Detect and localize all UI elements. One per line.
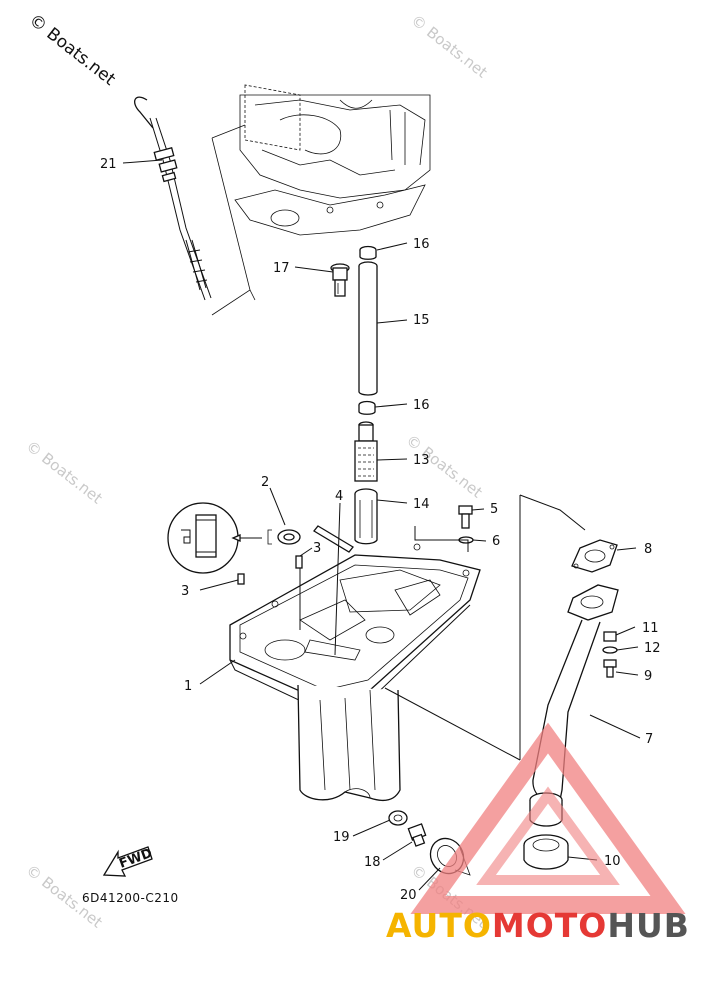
callout-labels: 21 16 17 15 16 13 2 4 14 5 6 3 8 3 11 12… (100, 157, 661, 903)
callout-3: 3 (181, 584, 189, 599)
washer-part-12 (602, 646, 618, 654)
callout-5: 5 (490, 502, 498, 517)
callout-20: 20 (400, 888, 417, 903)
powerhead-outline (211, 84, 431, 316)
callout-12: 12 (644, 641, 661, 656)
fwd-arrow-icon: FWD (102, 846, 155, 877)
callout-8: 8 (644, 542, 652, 557)
callout-16: 16 (413, 237, 430, 252)
fitting-part-17 (330, 263, 350, 297)
dipstick-part (134, 96, 212, 301)
callout-3: 3 (313, 541, 321, 556)
callout-14: 14 (413, 497, 430, 512)
dowel-pin-part-3 (237, 555, 303, 585)
callout-1: 1 (184, 679, 192, 694)
callout-6: 6 (492, 534, 500, 549)
callout-18: 18 (364, 855, 381, 870)
gasket-part-4 (313, 525, 354, 553)
grommet-part-16-top (359, 245, 377, 260)
tube-part-15 (358, 261, 378, 396)
gasket-part-19 (388, 810, 408, 826)
strainer-part-13 (354, 421, 378, 482)
brand-text: AUTOMOTOHUB (386, 906, 690, 945)
gasket-part-8 (571, 539, 618, 573)
callout-11: 11 (642, 621, 659, 636)
automotohub-logo: AUTOMOTOHUB (386, 722, 690, 945)
bolt-part-5 (458, 505, 473, 529)
exhaust-pipe-part-7 (529, 584, 619, 827)
watermark-main: © Boats.net (25, 10, 119, 90)
callout-2: 2 (261, 475, 269, 490)
callout-4: 4 (335, 489, 343, 504)
callout-10: 10 (604, 854, 621, 869)
callout-21: 21 (100, 157, 117, 172)
diagram-code: 6D41200-C210 (82, 891, 179, 905)
bolt-part-9 (603, 659, 617, 678)
callout-9: 9 (644, 669, 652, 684)
watermark: © Boats.net (408, 11, 491, 82)
damper-part-10 (523, 834, 569, 870)
fwd-label: FWD (117, 846, 154, 872)
callout-15: 15 (413, 313, 430, 328)
drain-plug-part-18 (407, 823, 427, 847)
sleeve-part-14 (354, 488, 378, 545)
callout-13: 13 (413, 453, 430, 468)
callout-7: 7 (645, 732, 653, 747)
callout-17: 17 (273, 261, 290, 276)
seal-detail-inset (167, 502, 262, 574)
watermark: © Boats.net (23, 437, 106, 508)
callout-16: 16 (413, 398, 430, 413)
callout-19: 19 (333, 830, 350, 845)
exhaust-guide-part-1 (229, 526, 481, 801)
nut-part-11 (603, 631, 617, 642)
seal-part-2 (267, 529, 301, 545)
grommet-part-16-bottom (358, 400, 376, 415)
